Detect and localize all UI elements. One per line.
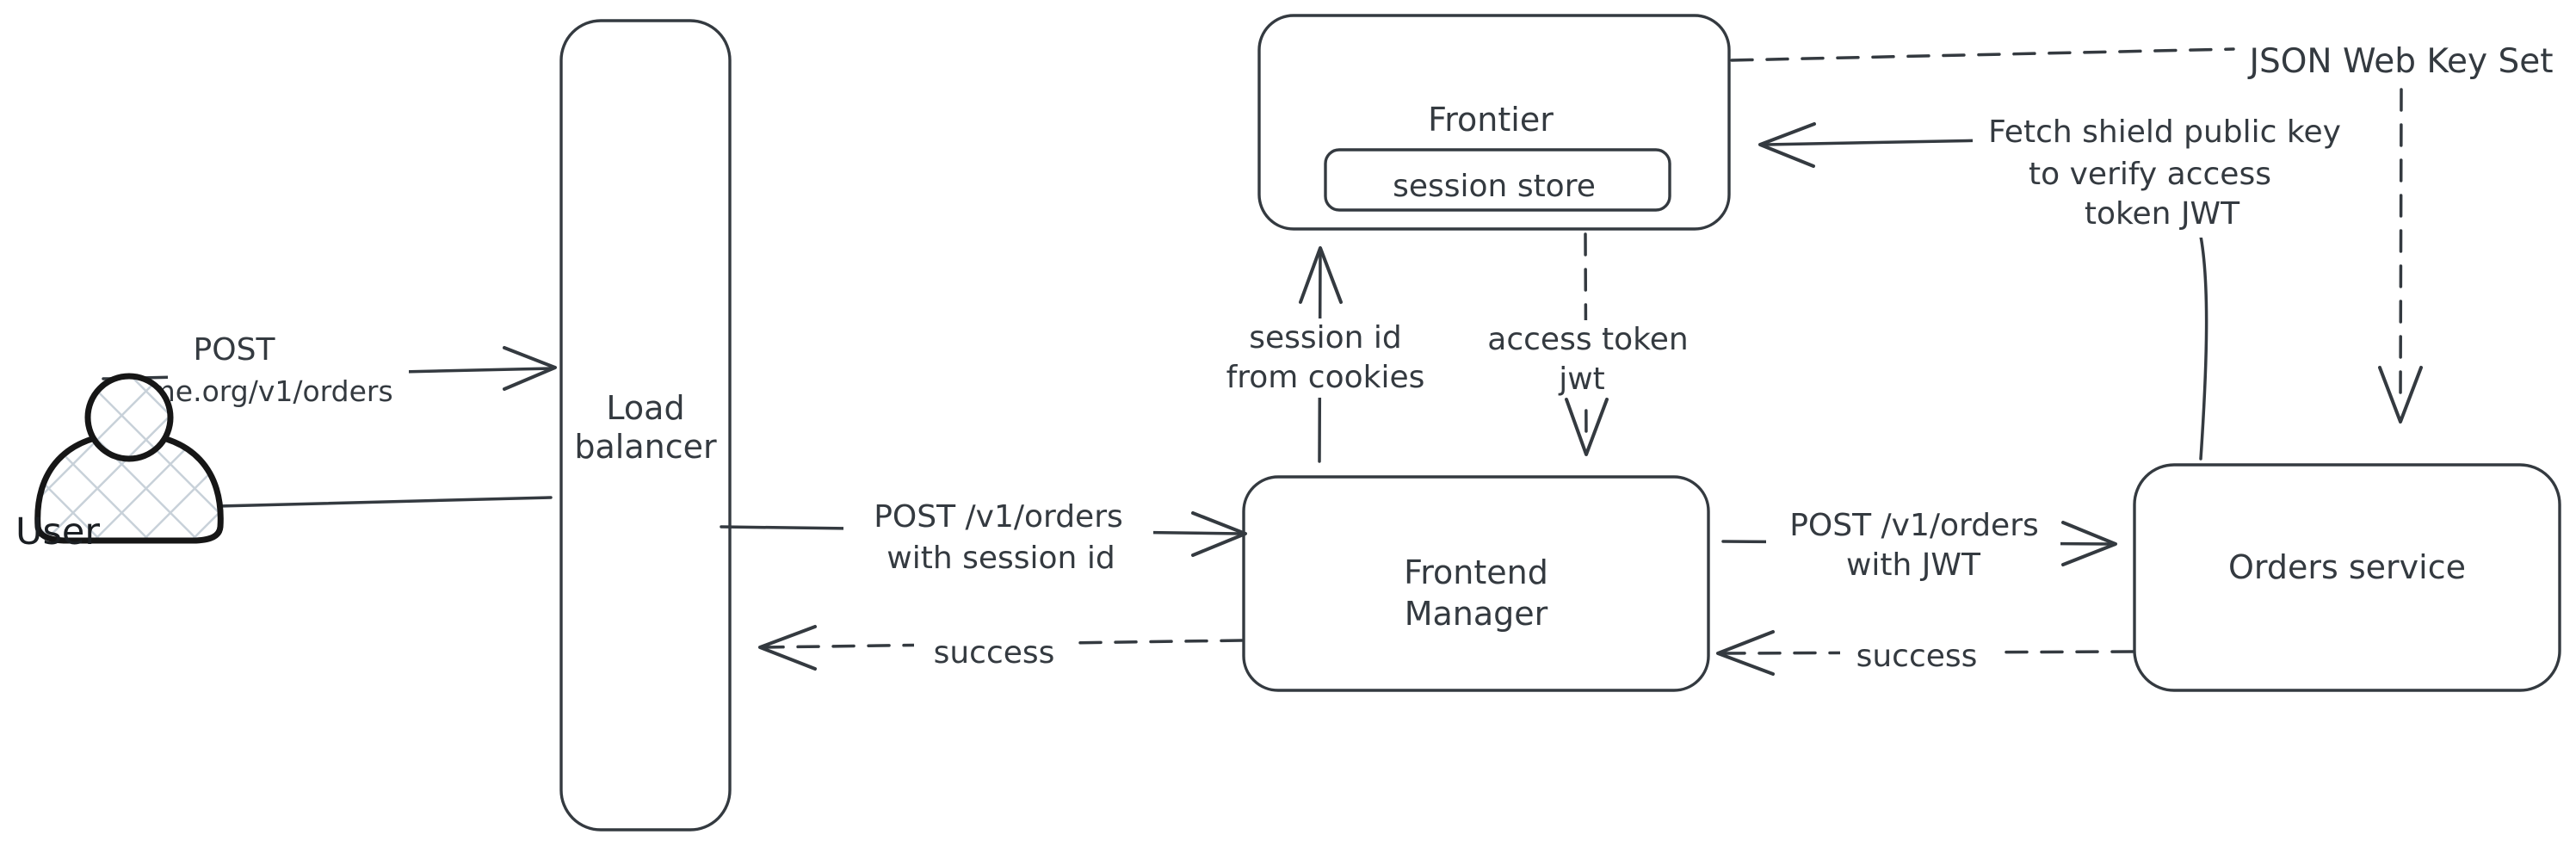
load-balancer-label-line1: Load (606, 389, 684, 427)
edge-label-success-right: success (1856, 639, 1978, 674)
edge-label-post-jwt-line2: with JWT (1846, 547, 1981, 583)
arrowhead-down-icon (2378, 366, 2423, 424)
session-store-label: session store (1393, 169, 1596, 204)
frontend-manager-label-line2: Manager (1405, 595, 1548, 633)
orders-service-label: Orders service (2228, 548, 2466, 586)
edge-label-post-orders-line2: with session id (886, 541, 1115, 576)
edge-orders-service-to-frontier-fetch: Fetch shield public key to verify access… (1758, 114, 2362, 461)
edge-label-success-left: success (934, 635, 1055, 671)
edge-label-fetch-key-line1: Fetch shield public key (1988, 114, 2341, 150)
user-node: User (15, 373, 224, 553)
edge-load-balancer-to-frontend-manager: POST /v1/orders with session id (720, 489, 1247, 580)
edge-label-session-id-line2: from cookies (1226, 360, 1425, 395)
frontier-node: Frontier session store (1257, 14, 1731, 231)
edge-orders-service-to-frontend-manager-success: success (1716, 630, 2134, 676)
edge-frontend-manager-to-load-balancer-success: success (758, 625, 1244, 671)
edge-frontier-to-jwks (1730, 47, 2235, 62)
arrowhead-down-icon (1565, 398, 1609, 456)
orders-service-node: Orders service (2133, 463, 2561, 692)
arrowhead-left-icon (758, 625, 817, 671)
arrowhead-left-icon (1758, 122, 1816, 168)
frontend-manager-label-line1: Frontend (1404, 553, 1548, 591)
edge-frontend-manager-to-frontier: session id from cookies (1215, 246, 1437, 463)
edge-label-session-id-line1: session id (1249, 320, 1402, 355)
edge-label-post-orders-line1: POST /v1/orders (874, 499, 1123, 535)
edge-user-to-load-balancer: POST acme.org/v1/orders (102, 325, 557, 413)
arrowhead-right-icon (1191, 511, 1247, 557)
jwks-label: JSON Web Key Set (2246, 42, 2553, 81)
frontend-manager-node: Frontend Manager (1242, 475, 1710, 692)
load-balancer-node: Load balancer (559, 19, 732, 832)
arrowhead-up-icon (1299, 246, 1343, 304)
edge-jwks-to-orders-service (2378, 88, 2423, 424)
user-label: User (15, 510, 100, 553)
load-balancer-label-line2: balancer (574, 428, 717, 466)
edge-frontier-to-frontend-manager: access token jwt (1475, 232, 1702, 456)
session-store-node: session store (1324, 148, 1671, 212)
edge-label-post-jwt-line1: POST /v1/orders (1789, 508, 2039, 543)
arrowhead-left-icon (1716, 630, 1775, 676)
edge-frontend-manager-to-orders-service: POST /v1/orders with JWT (1721, 503, 2117, 585)
edge-label-fetch-key-line3: token JWT (2085, 196, 2240, 232)
edge-label-access-token-line2: jwt (1558, 362, 1605, 397)
edge-label-access-token-line1: access token (1487, 322, 1688, 357)
edge-label-fetch-key-line2: to verify access (2029, 157, 2271, 192)
user-icon (34, 373, 224, 544)
frontier-label: Frontier (1428, 101, 1554, 139)
jwks-node: JSON Web Key Set (2246, 42, 2553, 81)
arrowhead-right-icon (2061, 521, 2117, 566)
arrowhead-right-icon (503, 346, 557, 391)
edge-label-post: POST (194, 332, 276, 368)
